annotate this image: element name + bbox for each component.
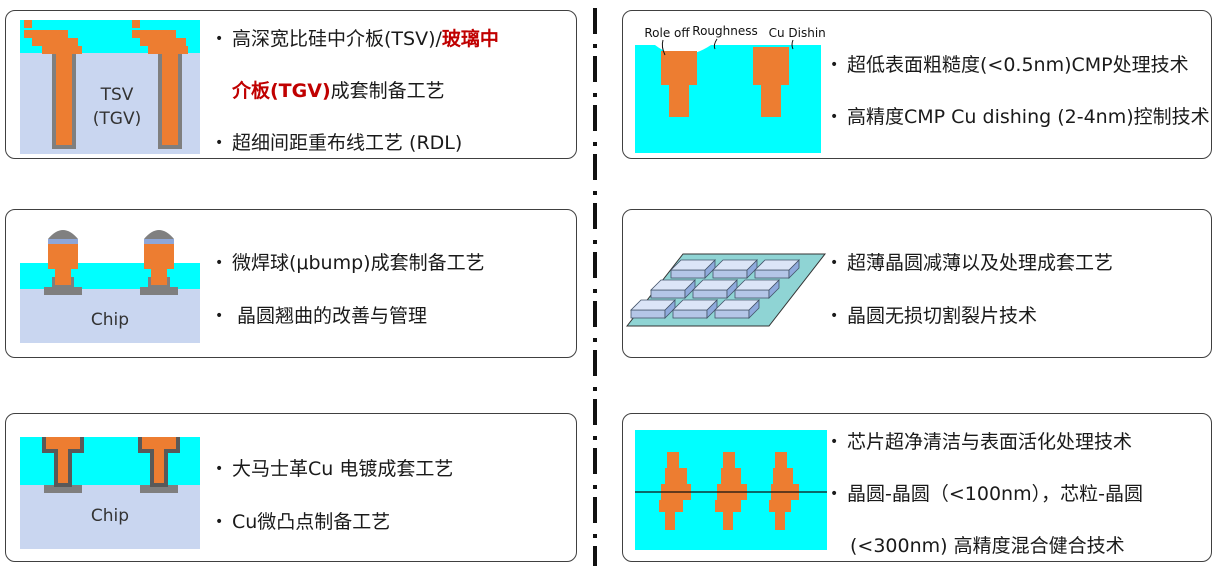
panel-thinning: • 超薄晶圆减薄以及处理成套工艺 • 晶圆无损切割裂片技术 (622, 209, 1212, 358)
tsv-bullet-1-tail: 成套制备工艺 (330, 80, 445, 102)
bullet-dot: • (215, 31, 224, 47)
bullet-dot: • (215, 135, 224, 151)
bonding-bullet-2-text-line2: (<300nm) 高精度混合健合技术 (850, 535, 1125, 557)
bullet-dot: • (830, 57, 839, 73)
die (650, 279, 696, 291)
damascene-chip-label: Chip (91, 506, 129, 526)
tgv-label: (TGV) (93, 109, 141, 129)
role-off-label: Role off (644, 26, 690, 40)
die-array (630, 259, 800, 319)
bullet-dot: • (830, 486, 839, 502)
cmp-cross-section-figure: Role off Roughness Cu Dishing (635, 24, 825, 153)
hybrid-bonding-figure (635, 430, 827, 550)
roughness-label: Roughness (692, 24, 757, 38)
die-side (692, 289, 728, 299)
bump-bullet-2-text: 晶圆翘曲的改善与管理 (237, 305, 428, 327)
die-side (670, 269, 706, 279)
bullet-dot: • (830, 109, 839, 125)
panel-cmp: Role off Roughness Cu Dishing • 超低表面粗糙度(… (622, 10, 1212, 159)
damascene-cross-section-figure: Chip (20, 431, 200, 549)
cmp-bullet-1-text: 超低表面粗糙度(<0.5nm)CMP处理技术 (847, 54, 1189, 76)
thinning-bullet-1-text: 超薄晶圆减薄以及处理成套工艺 (847, 252, 1114, 274)
bonding-bullet-2-text: 晶圆-晶圆（<100nm），芯粒-晶圆 (847, 483, 1143, 505)
die (630, 299, 676, 311)
damascene-bullet-2-text: Cu微凸点制备工艺 (232, 511, 391, 533)
die (714, 299, 760, 311)
bump-cross-section-figure: Chip (20, 230, 200, 343)
panel-damascene: Chip • 大马士革Cu 电镀成套工艺 • Cu微凸点制备工艺 (5, 413, 577, 562)
die-side (650, 289, 686, 299)
cmp-bullet-2-text: 高精度CMP Cu dishing (2-4nm)控制技术 (847, 106, 1210, 128)
bullet-dot: • (215, 461, 224, 477)
die-side (754, 269, 790, 279)
tsv-bullet-1-text: 高深宽比硅中介板(TSV)/ (232, 28, 442, 50)
die (692, 279, 738, 291)
bump-chip-label: Chip (91, 310, 129, 330)
tsv-cross-section-figure: TSV (TGV) (20, 20, 200, 154)
die-side (714, 309, 750, 319)
tsv-bullet-1-highlight-2: 介板(TGV) (232, 80, 331, 102)
tsv-label: TSV (100, 85, 134, 105)
bullet-dot: • (215, 514, 224, 530)
thinning-bullet-2-text: 晶圆无损切割裂片技术 (847, 305, 1038, 327)
panel-tsv: TSV (TGV) • 高深宽比硅中介板(TSV)/玻璃中 介板(TGV)成套制… (5, 10, 577, 159)
die (754, 259, 800, 271)
die-side (734, 289, 770, 299)
bullet-dot: • (215, 255, 224, 271)
die-side (630, 309, 666, 319)
bonding-bullet-1-text: 芯片超净清洁与表面活化处理技术 (847, 431, 1133, 453)
bullet-dot: • (830, 434, 839, 450)
panel-bonding: • 芯片超净清洁与表面活化处理技术 • 晶圆-晶圆（<100nm），芯粒-晶圆 … (622, 413, 1212, 562)
tsv-bullet-1-highlight: 玻璃中 (441, 28, 499, 50)
die (670, 259, 716, 271)
bullet-dot: • (215, 308, 224, 324)
die-side (712, 269, 748, 279)
bump-bullet-1-text: 微焊球(μbump)成套制备工艺 (232, 252, 485, 274)
tsv-bullet-2-text: 超细间距重布线工艺 (RDL) (232, 132, 463, 154)
cu-dishing-label: Cu Dishing (769, 26, 825, 40)
wafer-dicing-figure (625, 253, 827, 327)
bullet-dot: • (830, 255, 839, 271)
damascene-bullet-1-text: 大马士革Cu 电镀成套工艺 (232, 458, 454, 480)
die (734, 279, 780, 291)
panel-bump: Chip • 微焊球(μbump)成套制备工艺 • 晶圆翘曲的改善与管理 (5, 209, 577, 358)
die (672, 299, 718, 311)
die-side (672, 309, 708, 319)
bonded-pillars (659, 452, 799, 530)
die (712, 259, 758, 271)
bullet-dot: • (830, 308, 839, 324)
